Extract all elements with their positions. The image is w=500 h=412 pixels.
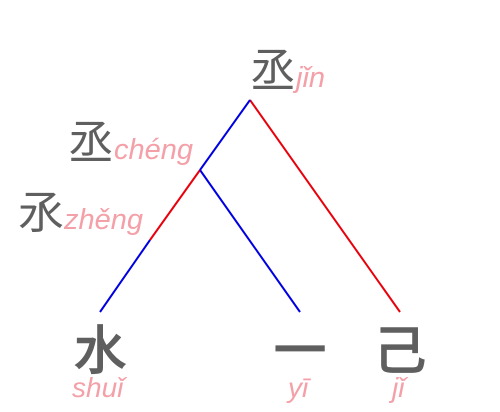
pinyin-shui: shuǐ	[72, 372, 124, 403]
character-shui: 水	[74, 322, 127, 382]
pinyin-root: jǐn	[296, 62, 326, 94]
branch-zheng-to-shui	[99, 239, 151, 313]
branch-cheng-to-zheng	[149, 169, 201, 241]
character-zheng: 氶	[18, 186, 64, 240]
pinyin-ji: jǐ	[392, 372, 405, 403]
branch-root-to-ji	[249, 99, 401, 313]
branch-root-to-cheng	[199, 99, 251, 171]
pinyin-zheng: zhěng	[64, 204, 144, 236]
character-yi: 一	[274, 322, 327, 382]
node-cheng: 丞chéng	[68, 120, 193, 166]
node-zheng: 氶zhěng	[18, 190, 143, 236]
character-cheng: 丞	[68, 116, 114, 170]
character-root: 丞	[250, 44, 296, 98]
pinyin-yi: yī	[288, 372, 309, 403]
character-ji: 己	[374, 322, 427, 382]
pinyin-cheng: chéng	[114, 134, 194, 166]
node-root: 丞jǐn	[250, 48, 325, 94]
branch-cheng-to-yi	[199, 169, 301, 313]
